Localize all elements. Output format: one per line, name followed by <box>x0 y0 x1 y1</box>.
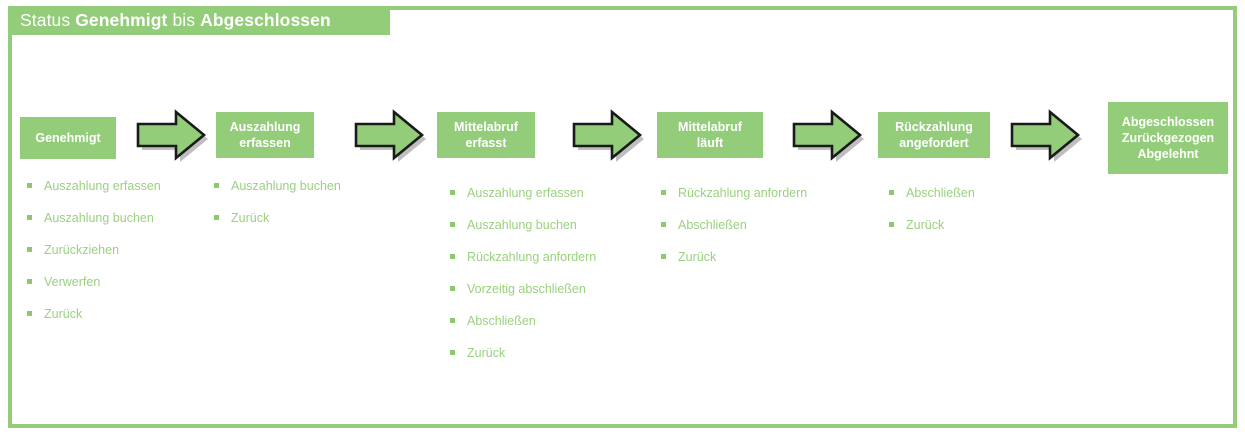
status-box-line: Abgelehnt <box>1137 147 1199 161</box>
action-label: Rückzahlung anfordern <box>678 186 808 200</box>
action-label: Zurück <box>467 346 506 360</box>
action-label: Verwerfen <box>44 275 101 289</box>
action-label: Zurück <box>678 250 717 264</box>
action-item[interactable]: Rückzahlung anfordern <box>450 249 596 265</box>
status-box-line: angefordert <box>899 136 969 150</box>
action-item[interactable]: Auszahlung buchen <box>27 210 161 226</box>
bullet-icon <box>27 247 32 252</box>
diagram-frame <box>8 6 1237 428</box>
action-label: Auszahlung erfassen <box>467 186 584 200</box>
action-list-auszahlung-erfassen: Auszahlung buchen Zurück <box>214 178 341 242</box>
action-item[interactable]: Zurück <box>661 249 807 265</box>
action-label: Abschließen <box>467 314 536 328</box>
action-list-genehmigt: Auszahlung erfassen Auszahlung buchen Zu… <box>27 178 161 338</box>
bullet-icon <box>450 350 455 355</box>
bullet-icon <box>661 190 666 195</box>
action-list-mittelabruf-laeuft: Rückzahlung anfordern Abschließen Zurück <box>661 185 807 281</box>
bullet-icon <box>27 311 32 316</box>
status-box-line: erfassen <box>239 136 291 150</box>
status-box-line: Mittelabruf <box>678 120 742 134</box>
title-middle: bis <box>167 10 201 30</box>
status-box-line: Zurückgezogen <box>1121 131 1215 145</box>
bullet-icon <box>214 215 219 220</box>
status-box-line: Genehmigt <box>35 131 101 145</box>
bullet-icon <box>27 279 32 284</box>
status-box-genehmigt[interactable]: Genehmigt <box>20 117 116 159</box>
status-box-line: läuft <box>696 136 724 150</box>
action-item[interactable]: Rückzahlung anfordern <box>661 185 807 201</box>
action-label: Zurückziehen <box>44 243 120 257</box>
bullet-icon <box>450 190 455 195</box>
status-box-auszahlung-erfassen[interactable]: Auszahlung erfassen <box>216 112 314 158</box>
action-item[interactable]: Verwerfen <box>27 274 161 290</box>
action-item[interactable]: Abschließen <box>661 217 807 233</box>
action-item[interactable]: Zurück <box>214 210 341 226</box>
action-label: Auszahlung buchen <box>467 218 577 232</box>
status-box-mittelabruf-erfasst[interactable]: Mittelabruf erfasst <box>437 112 535 158</box>
action-item[interactable]: Abschließen <box>450 313 596 329</box>
action-label: Auszahlung buchen <box>231 179 341 193</box>
diagram-title-banner: Status Genehmigt bis Abgeschlossen <box>8 6 390 35</box>
action-label: Abschließen <box>678 218 747 232</box>
status-box-line: Mittelabruf <box>454 120 518 134</box>
action-item[interactable]: Auszahlung erfassen <box>27 178 161 194</box>
action-label: Vorzeitig abschließen <box>467 282 586 296</box>
action-item[interactable]: Abschließen <box>889 185 975 201</box>
bullet-icon <box>661 254 666 259</box>
bullet-icon <box>214 183 219 188</box>
transition-arrow-1 <box>136 108 208 162</box>
title-prefix: Status <box>20 10 76 30</box>
bullet-icon <box>450 222 455 227</box>
bullet-icon <box>450 286 455 291</box>
action-label: Abschließen <box>906 186 975 200</box>
action-label: Auszahlung erfassen <box>44 179 161 193</box>
action-item[interactable]: Zurück <box>889 217 975 233</box>
title-from-status: Genehmigt <box>75 10 168 30</box>
action-label: Zurück <box>231 211 270 225</box>
action-item[interactable]: Auszahlung buchen <box>450 217 596 233</box>
action-label: Zurück <box>906 218 945 232</box>
bullet-icon <box>661 222 666 227</box>
status-box-line: erfasst <box>465 136 507 150</box>
action-list-rueckzahlung-angefordert: Abschließen Zurück <box>889 185 975 249</box>
title-to-status: Abgeschlossen <box>200 10 331 30</box>
status-box-abgeschlossen-terminal[interactable]: Abgeschlossen Zurückgezogen Abgelehnt <box>1108 102 1228 174</box>
bullet-icon <box>450 254 455 259</box>
action-item[interactable]: Auszahlung buchen <box>214 178 341 194</box>
status-box-line: Abgeschlossen <box>1121 115 1215 129</box>
action-item[interactable]: Zurück <box>27 306 161 322</box>
action-item[interactable]: Vorzeitig abschließen <box>450 281 596 297</box>
action-list-mittelabruf-erfasst: Auszahlung erfassen Auszahlung buchen Rü… <box>450 185 596 377</box>
action-label: Auszahlung buchen <box>44 211 154 225</box>
action-label: Zurück <box>44 307 83 321</box>
action-item[interactable]: Zurück <box>450 345 596 361</box>
bullet-icon <box>889 190 894 195</box>
bullet-icon <box>27 215 32 220</box>
status-box-mittelabruf-laeuft[interactable]: Mittelabruf läuft <box>657 112 763 158</box>
action-item[interactable]: Auszahlung erfassen <box>450 185 596 201</box>
bullet-icon <box>889 222 894 227</box>
bullet-icon <box>27 183 32 188</box>
status-box-rueckzahlung-angefordert[interactable]: Rückzahlung angefordert <box>878 112 990 158</box>
status-box-line: Auszahlung <box>229 120 301 134</box>
transition-arrow-2 <box>354 108 426 162</box>
transition-arrow-5 <box>1010 108 1082 162</box>
action-item[interactable]: Zurückziehen <box>27 242 161 258</box>
transition-arrow-4 <box>792 108 864 162</box>
status-box-line: Rückzahlung <box>895 120 973 134</box>
bullet-icon <box>450 318 455 323</box>
transition-arrow-3 <box>572 108 644 162</box>
action-label: Rückzahlung anfordern <box>467 250 597 264</box>
